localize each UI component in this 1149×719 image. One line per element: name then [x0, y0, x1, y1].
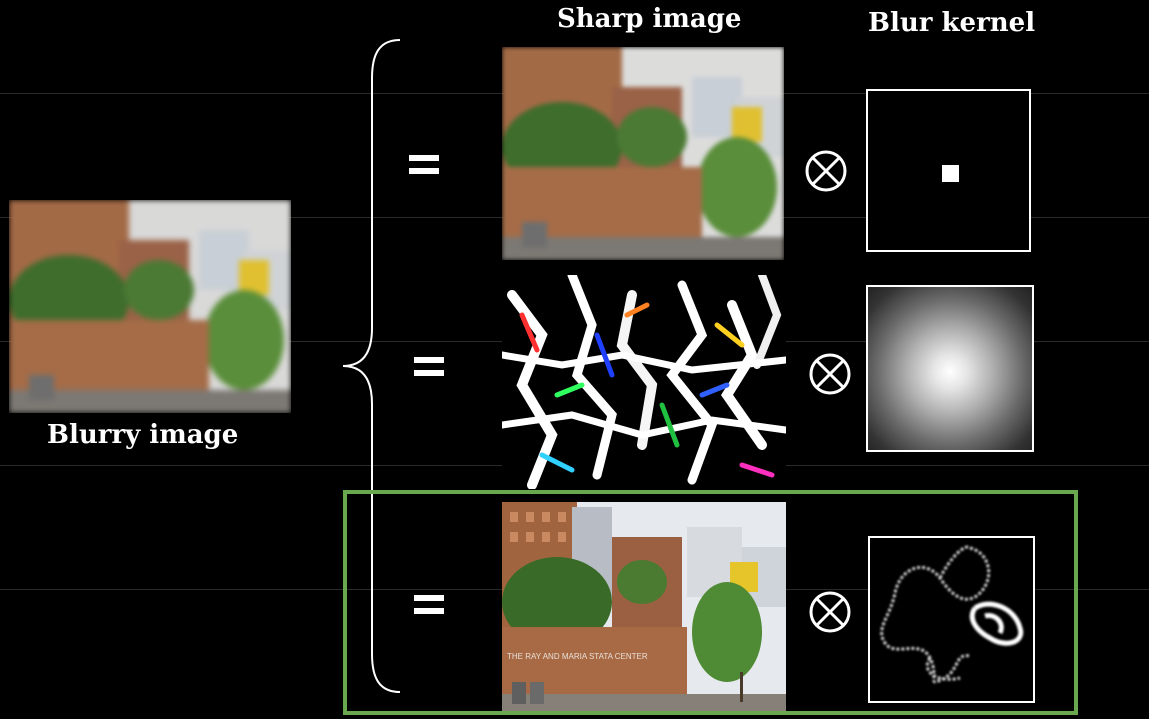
- blur-kernel-delta: [866, 89, 1031, 252]
- correct-solution-highlight: [343, 490, 1078, 715]
- sharp-image-candidate-2: [502, 275, 786, 489]
- brace-icon: [342, 39, 401, 693]
- building-sign-text: THE RAY AND MARIA STATA CENTER: [507, 652, 648, 661]
- blur-kernel-gaussian: [866, 285, 1034, 452]
- blurry-image: [9, 200, 291, 413]
- blurry-image-label: Blurry image: [47, 420, 239, 450]
- sharp-image-header: Sharp image: [557, 4, 742, 34]
- sharp-image-candidate-1: [502, 47, 784, 260]
- convolution-operator-icon: [809, 591, 851, 633]
- equals-sign-icon: [409, 155, 439, 175]
- equals-sign-icon: [414, 595, 444, 615]
- blur-kernel-estimated: [868, 536, 1035, 703]
- equals-sign-icon: [414, 357, 444, 377]
- blur-kernel-header: Blur kernel: [868, 8, 1036, 38]
- convolution-operator-icon: [805, 150, 847, 192]
- kernel-point: [942, 165, 959, 182]
- convolution-operator-icon: [809, 353, 851, 395]
- sharp-image-candidate-3: THE RAY AND MARIA STATA CENTER: [502, 502, 786, 712]
